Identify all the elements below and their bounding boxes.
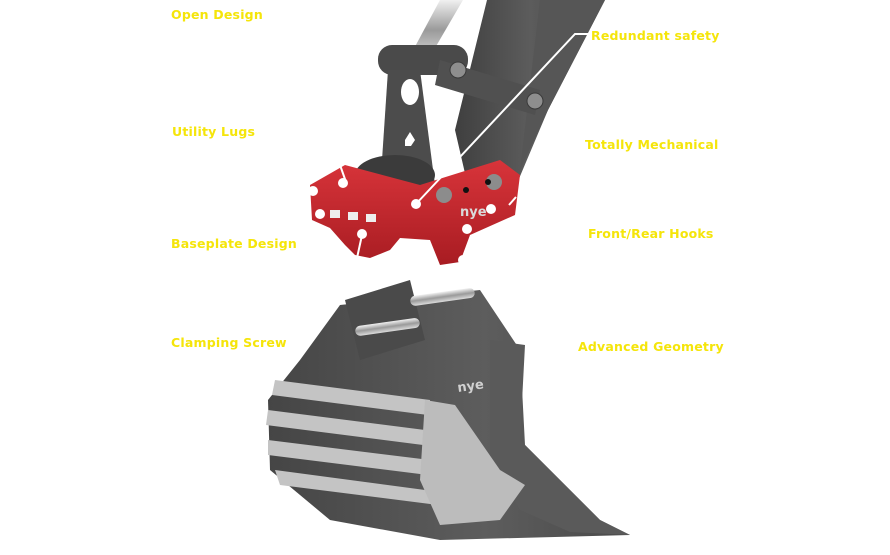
coupler-logo: nye	[460, 205, 487, 220]
hotspot-clamping-screff[interactable]	[357, 229, 367, 239]
label-front-rear-hooks[interactable]: Front/Rear Hooks	[588, 226, 714, 241]
hotspot-totally-mechanical[interactable]	[486, 204, 496, 214]
label-totally-mechanical[interactable]: Totally Mechanical	[585, 137, 719, 152]
hotspot-rear-hook[interactable]	[458, 255, 468, 265]
label-advanced-geometry[interactable]: Advanced Geometry	[578, 339, 724, 354]
hotspot-open-design[interactable]	[308, 186, 318, 196]
label-utility-lugs[interactable]: Utility Lugs	[172, 124, 256, 139]
label-clamping-screw[interactable]: Clamping Screw	[171, 335, 287, 350]
bucket-logo: nye	[456, 377, 485, 396]
hotspot-front-hook[interactable]	[462, 224, 472, 234]
label-redundant-safety[interactable]: Redundant safety	[591, 28, 720, 43]
label-baseplate-design[interactable]: Baseplate Design	[171, 236, 297, 251]
label-open-design[interactable]: Open Design	[171, 7, 263, 22]
hotspots	[308, 178, 496, 265]
hotspot-utility-lugs[interactable]	[338, 178, 348, 188]
bucket: nye	[266, 280, 630, 540]
hotspot-redundant-safety[interactable]	[411, 199, 421, 209]
hotspot-baseplate-design[interactable]	[315, 209, 325, 219]
